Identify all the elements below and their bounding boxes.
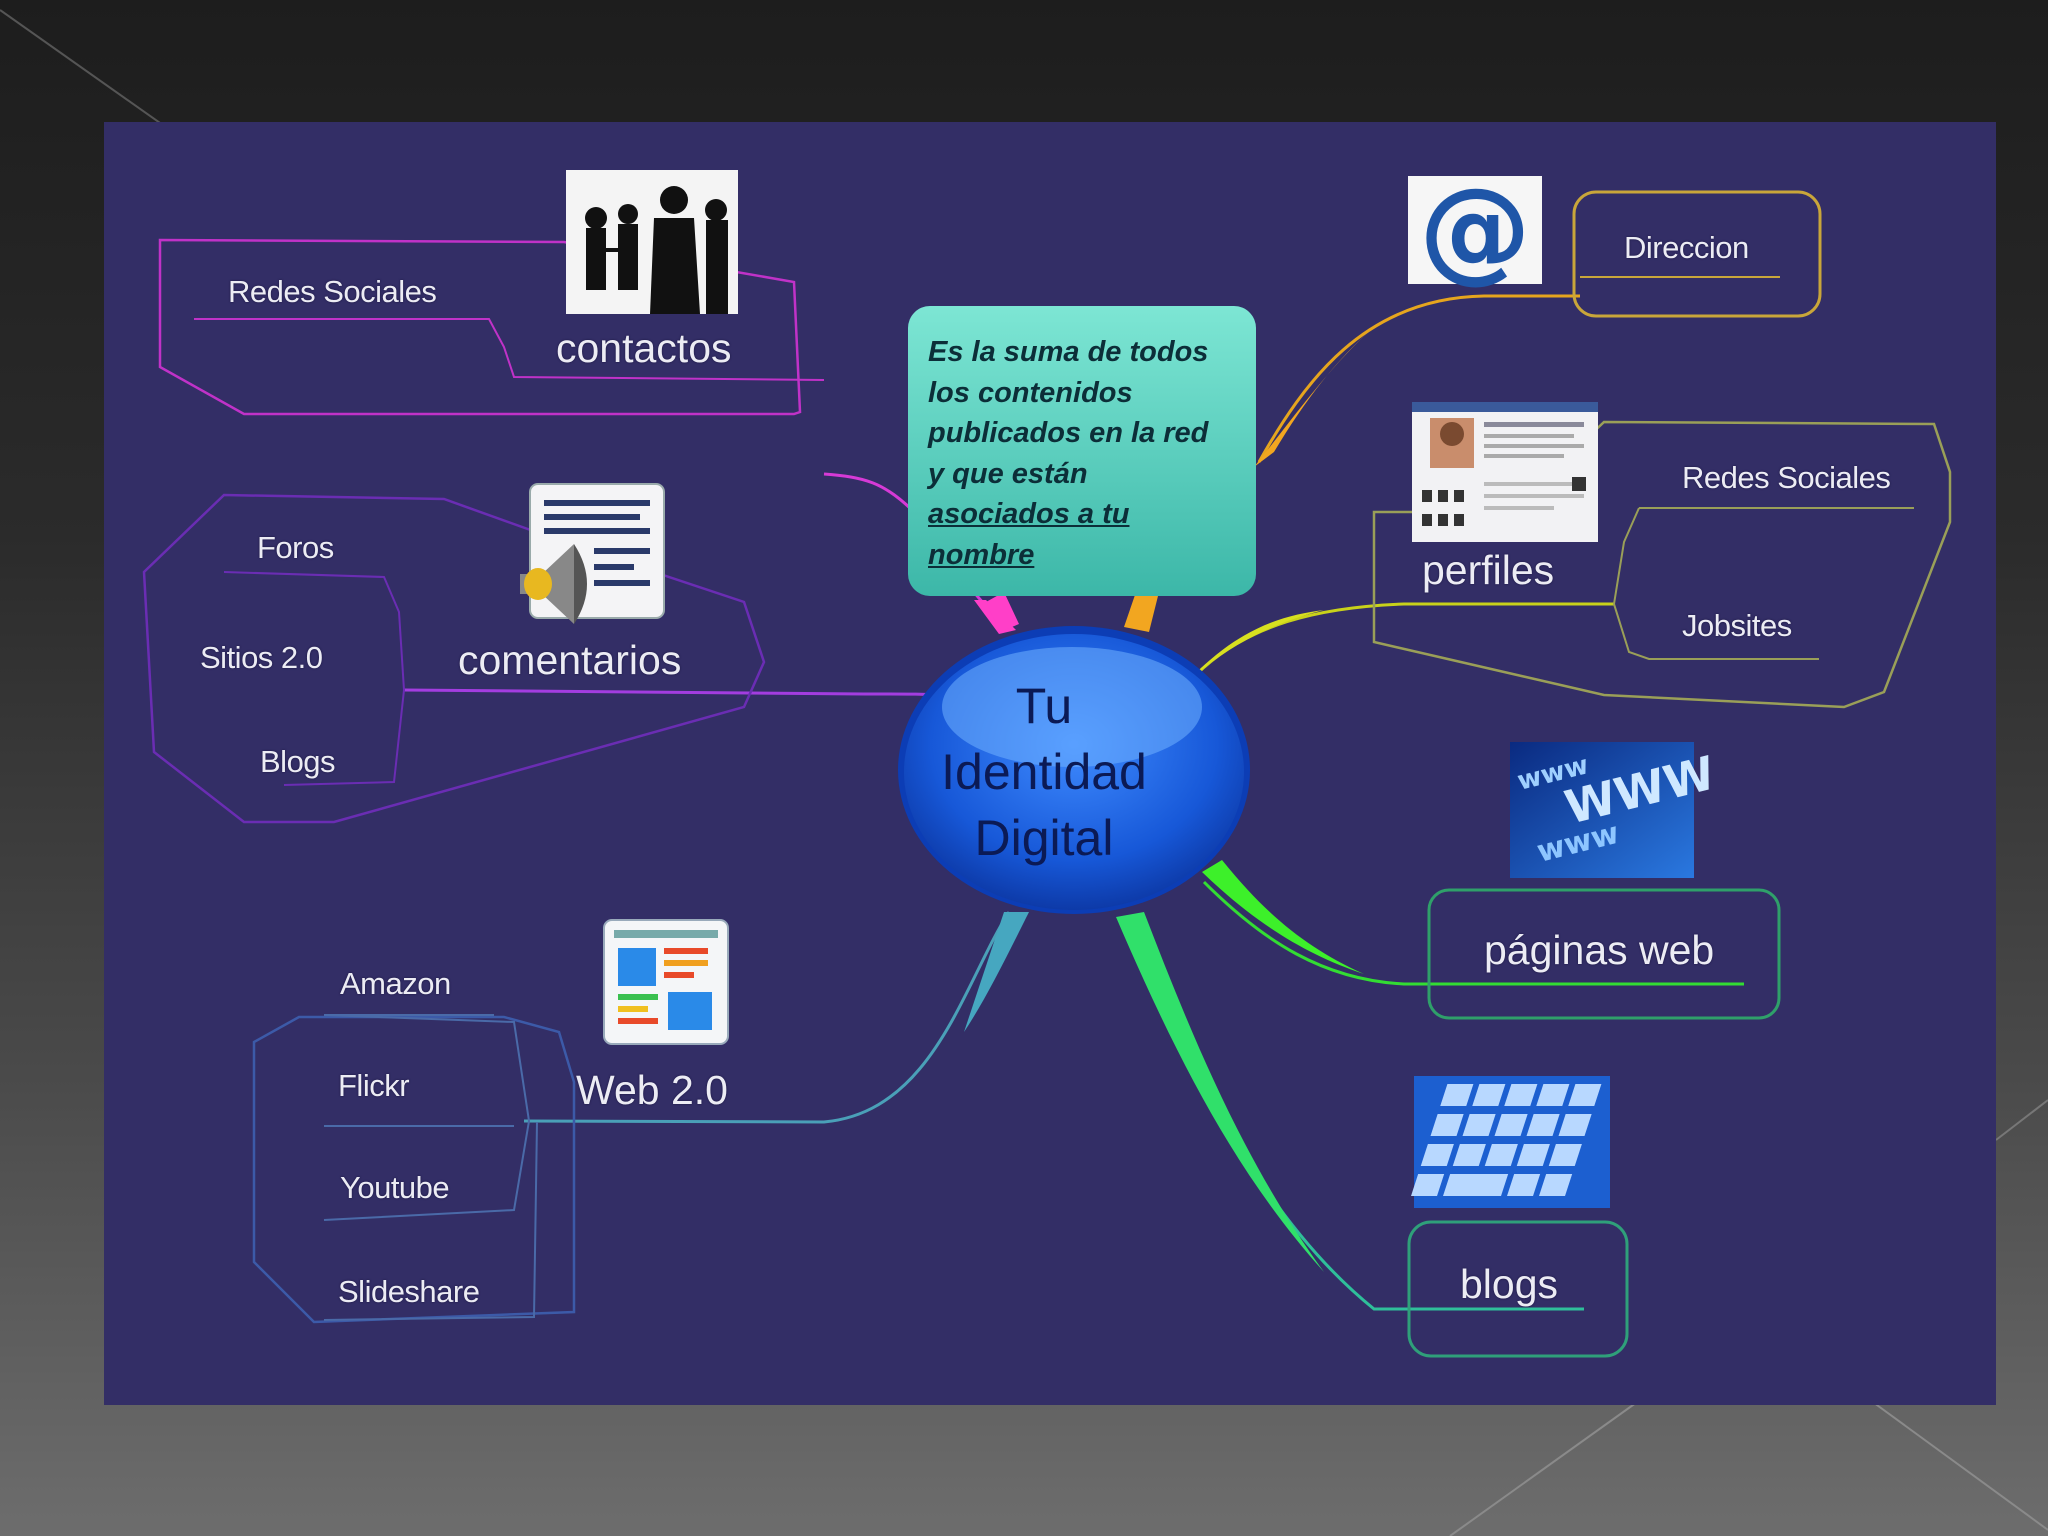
keyboard-icon — [1411, 1076, 1610, 1208]
www-icon: www WWW www — [1510, 742, 1720, 878]
svg-text:@: @ — [1419, 165, 1531, 295]
definition-box — [908, 306, 1256, 596]
paginas-box — [1427, 888, 1781, 1020]
direccion-box — [1572, 190, 1822, 318]
blogs-label[interactable]: blogs — [1460, 1261, 1559, 1307]
branch-blogs — [1116, 912, 1629, 1358]
blogs-box — [1407, 1220, 1629, 1358]
perfiles-label[interactable]: perfiles — [1422, 547, 1555, 593]
comentarios-item-foros[interactable]: Foros — [257, 530, 334, 565]
definition-line: Es la suma de todos — [928, 336, 1209, 368]
definition-text: Es la suma de todos los contenidos publi… — [928, 332, 1248, 575]
web20-item-amazon[interactable]: Amazon — [340, 966, 451, 1001]
perfiles-item-jobsites[interactable]: Jobsites — [1682, 608, 1792, 643]
mind-map-canvas: @ — [142, 165, 1952, 1358]
definition-line: nombre — [928, 538, 1035, 571]
email-direccion-label[interactable]: Direccion — [1624, 230, 1749, 265]
comentarios-outline — [142, 493, 766, 824]
central-node — [898, 626, 1250, 914]
web20-label[interactable]: Web 2.0 — [576, 1067, 728, 1113]
central-topic-title: Tu Identidad Digital — [894, 673, 1194, 871]
central-topic-line: Digital — [974, 810, 1114, 866]
contactos-label[interactable]: contactos — [556, 325, 732, 371]
profile-page-icon — [1412, 402, 1598, 542]
web20-item-slideshare[interactable]: Slideshare — [338, 1274, 480, 1309]
paginas-web-label[interactable]: páginas web — [1484, 927, 1715, 973]
comment-speaker-icon — [520, 483, 665, 624]
definition-line: y que están — [928, 457, 1088, 490]
definition-line: publicados en la red — [928, 417, 1209, 449]
web-layout-icon — [603, 919, 729, 1045]
branch-paginas — [1202, 860, 1781, 1020]
definition-line: asociados a tu — [928, 498, 1130, 530]
contactos-item-redes-sociales[interactable]: Redes Sociales — [228, 274, 437, 309]
web20-outline — [252, 1015, 576, 1324]
central-topic-line: Tu — [1015, 678, 1073, 734]
comentarios-item-blogs[interactable]: Blogs — [260, 744, 336, 779]
branch-email — [1254, 190, 1822, 467]
mind-map-slide: @ — [104, 122, 1996, 1405]
web20-item-youtube[interactable]: Youtube — [340, 1170, 450, 1205]
comentarios-item-sitios[interactable]: Sitios 2.0 — [200, 640, 323, 675]
at-sign-icon: @ — [1408, 165, 1542, 295]
comentarios-label[interactable]: comentarios — [458, 637, 682, 683]
people-silhouettes-icon — [566, 170, 738, 314]
central-topic-line: Identidad — [941, 744, 1147, 800]
perfiles-item-redes-sociales[interactable]: Redes Sociales — [1682, 460, 1891, 495]
web20-item-flickr[interactable]: Flickr — [338, 1068, 410, 1103]
definition-line: los contenidos — [928, 376, 1133, 409]
branch-web20 — [252, 911, 1029, 1324]
